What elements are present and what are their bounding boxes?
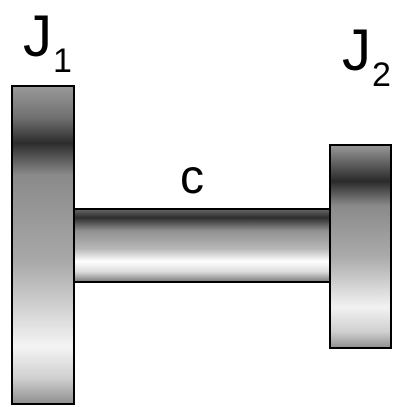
disk-j2 xyxy=(329,144,392,349)
label-j1: J1 xyxy=(23,8,72,79)
label-j2-main: J xyxy=(342,18,371,83)
label-c: c xyxy=(180,151,204,204)
shaft xyxy=(73,208,333,283)
label-j2: J2 xyxy=(342,22,391,93)
disk-j1 xyxy=(11,85,75,405)
label-j2-subscript: 2 xyxy=(372,56,391,94)
label-j1-main: J xyxy=(23,4,52,69)
label-j1-subscript: 1 xyxy=(53,42,72,80)
